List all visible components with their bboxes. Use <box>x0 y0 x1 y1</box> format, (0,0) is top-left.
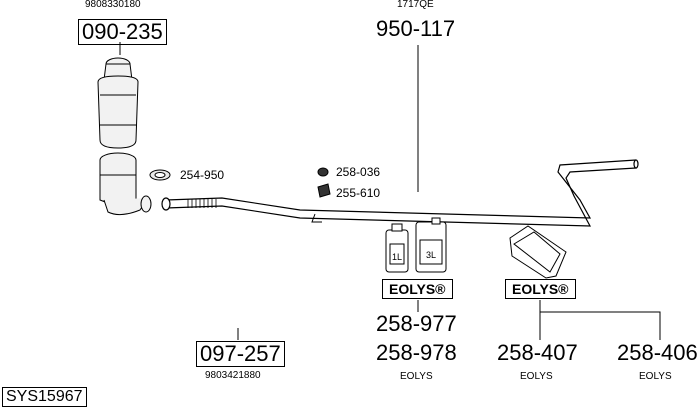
system-code: SYS15967 <box>2 387 87 407</box>
flex-section-drawing <box>187 199 217 208</box>
hanger-bracket-drawing <box>311 213 322 223</box>
bottle-3l-label: 3L <box>426 250 437 260</box>
part-number-090-235[interactable]: 090-235 <box>78 19 167 45</box>
ref-label-9808330180: 9808330180 <box>85 0 141 10</box>
ref-label-1717QE: 1717QE <box>397 0 434 10</box>
additive-pouch-drawing <box>509 225 567 279</box>
bottle-1l-label: 1L <box>392 252 403 262</box>
leader-258-406 <box>540 311 661 340</box>
part-number-258-977[interactable]: 258-977 <box>376 311 457 336</box>
note-258-978: EOLYS <box>400 371 433 382</box>
part-number-097-257[interactable]: 097-257 <box>196 341 285 367</box>
bracket-drawing <box>317 183 331 198</box>
part-number-254-950[interactable]: 254-950 <box>180 168 225 182</box>
exhaust-pipe-drawing <box>161 159 639 227</box>
note-258-407: EOLYS <box>520 371 553 382</box>
part-number-258-407[interactable]: 258-407 <box>497 340 578 365</box>
part-number-258-406[interactable]: 258-406 <box>617 340 697 365</box>
eolys-brand-box-right: EOLYS® <box>505 279 576 299</box>
part-number-258-036[interactable]: 258-036 <box>336 165 381 179</box>
note-258-406: EOLYS <box>639 371 672 382</box>
bottle-1l-drawing <box>385 223 409 273</box>
part-number-950-117[interactable]: 950-117 <box>376 16 456 41</box>
bottle-3l-drawing <box>415 217 447 273</box>
rubber-mount-drawing <box>317 167 329 177</box>
particle-filter-drawing <box>97 57 152 216</box>
clamp-drawing <box>149 169 171 181</box>
part-number-255-610[interactable]: 255-610 <box>336 186 381 200</box>
eolys-brand-box-left: EOLYS® <box>382 279 453 299</box>
part-number-258-978[interactable]: 258-978 <box>376 340 457 365</box>
ref-label-9803421880: 9803421880 <box>205 370 261 381</box>
